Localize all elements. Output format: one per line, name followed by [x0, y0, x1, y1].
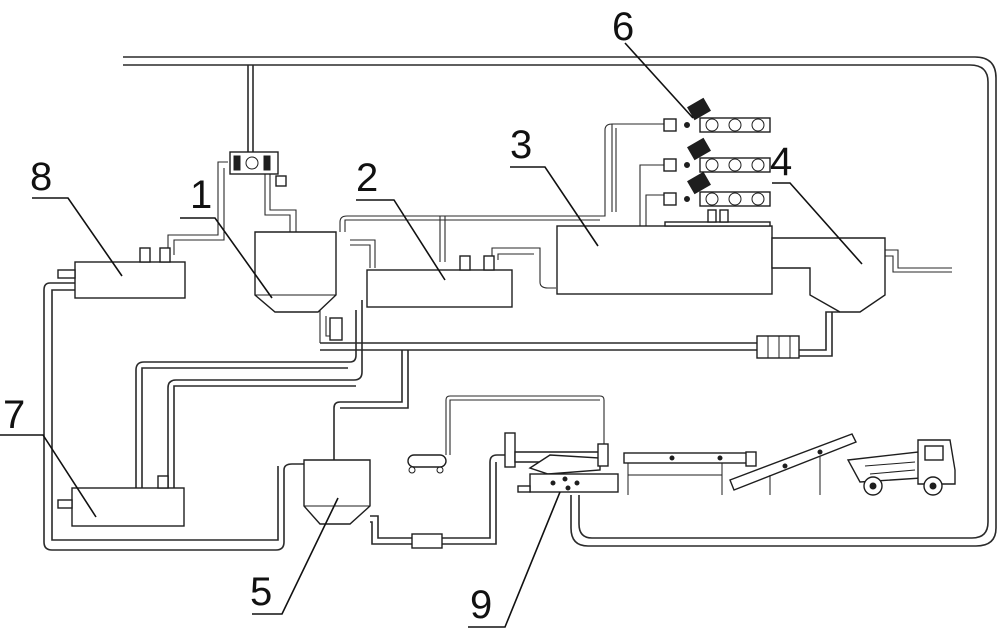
tank7-riser2-pipe [167, 300, 363, 490]
tank-5 [303, 459, 371, 525]
tank-7 [57, 475, 185, 527]
tank2-right-pipe [491, 247, 556, 289]
tank1-feed-pipe [264, 168, 297, 232]
top-return-pipe [123, 56, 997, 547]
pump-icon [459, 255, 471, 271]
tank-4 [771, 237, 886, 313]
label-4: 4 [770, 140, 792, 184]
dump-truck-icon [846, 439, 956, 496]
label-6: 6 [612, 5, 634, 49]
conveyor-icon [623, 451, 757, 495]
conveyor-icon [729, 433, 857, 495]
leader-lines [0, 42, 863, 628]
label-9: 9 [470, 583, 492, 627]
air-compressor-icon [407, 454, 447, 474]
header-drop-pipe [247, 65, 254, 152]
filter-press-icon [663, 137, 771, 173]
press-manifold-pipe [639, 164, 665, 240]
tank-1 [254, 231, 337, 313]
filter-press-icon [663, 97, 771, 133]
tank2-branch-pipe [439, 216, 446, 262]
piping [43, 56, 997, 551]
label-5: 5 [250, 570, 272, 614]
tank8-feed-pipe [167, 161, 228, 255]
tank8-drain-pipe [43, 282, 305, 551]
pump-icon [159, 247, 171, 263]
tank5-feed-pipe [333, 350, 409, 462]
label-2: 2 [356, 156, 378, 200]
top-return-pipe-inner [123, 64, 989, 539]
tank2-top-pipe [339, 123, 665, 232]
tank4-outlet-pipe [885, 249, 952, 273]
press-manifold-pipe2 [611, 124, 617, 212]
air-line-pipe [445, 395, 605, 455]
filter-press-row [663, 97, 771, 223]
number-labels: 1 2 3 4 5 6 7 8 9 [3, 5, 792, 627]
filter-press-icon [663, 171, 771, 207]
tank2-left-pipe [350, 239, 376, 268]
pump-icon [157, 475, 169, 489]
tank1-outlet-fitting [329, 317, 343, 341]
reducer-fitting [756, 335, 800, 359]
middle-header-pipe [320, 342, 760, 351]
inline-fitting [411, 533, 443, 549]
tank7-riser-pipe [135, 310, 357, 490]
label-3: 3 [510, 123, 532, 167]
label-8: 8 [30, 155, 52, 199]
pump-icon [139, 247, 151, 263]
label-1: 1 [190, 173, 212, 217]
pump-icon [483, 255, 495, 271]
label-7: 7 [3, 393, 25, 437]
screen-9 [504, 432, 619, 493]
tank5-outlet-pipe [370, 454, 512, 545]
tank-2 [366, 255, 513, 308]
tank-8 [57, 247, 186, 299]
valve-assembly [229, 151, 287, 187]
